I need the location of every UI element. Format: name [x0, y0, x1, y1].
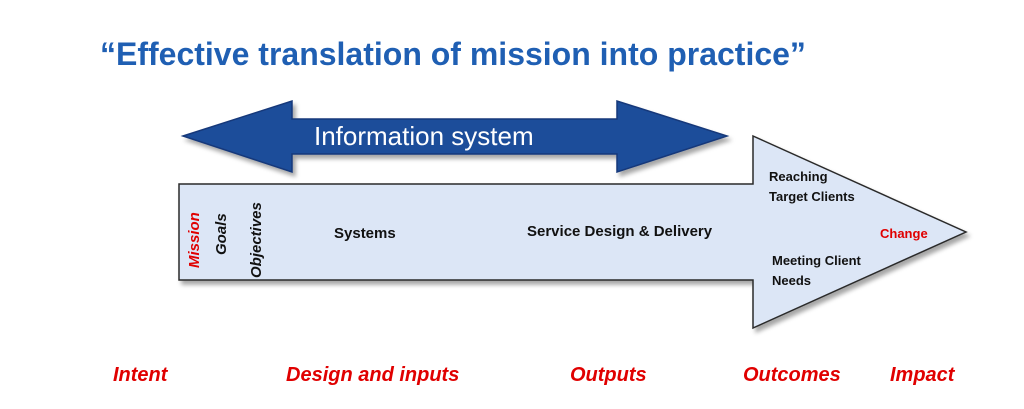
page-title: “Effective translation of mission into p…: [100, 36, 806, 72]
reaching-target-clients-label: Reaching Target Clients: [769, 167, 855, 207]
service-design-label: Service Design & Delivery: [527, 223, 713, 240]
reaching-line-2: Target Clients: [769, 189, 855, 204]
stage-intent: Intent: [113, 364, 168, 386]
reaching-line-1: Reaching: [769, 169, 828, 184]
meeting-client-needs-label: Meeting Client Needs: [772, 251, 861, 291]
stage-outcomes: Outcomes: [743, 364, 841, 386]
systems-label: Systems: [334, 225, 396, 242]
meeting-line-2: Needs: [772, 273, 812, 288]
process-arrow: [178, 134, 968, 330]
objectives-label: Objectives: [248, 202, 265, 278]
meeting-line-1: Meeting Client: [772, 253, 861, 268]
stage-outputs: Outputs: [570, 364, 647, 386]
stage-impact: Impact: [890, 364, 955, 386]
information-system-arrow: [180, 99, 730, 174]
information-system-label: Information system: [314, 121, 534, 151]
change-label: Change: [880, 226, 928, 241]
mission-label: Mission: [186, 212, 203, 268]
goals-label: Goals: [213, 213, 230, 255]
stage-design-inputs: Design and inputs: [286, 364, 460, 386]
